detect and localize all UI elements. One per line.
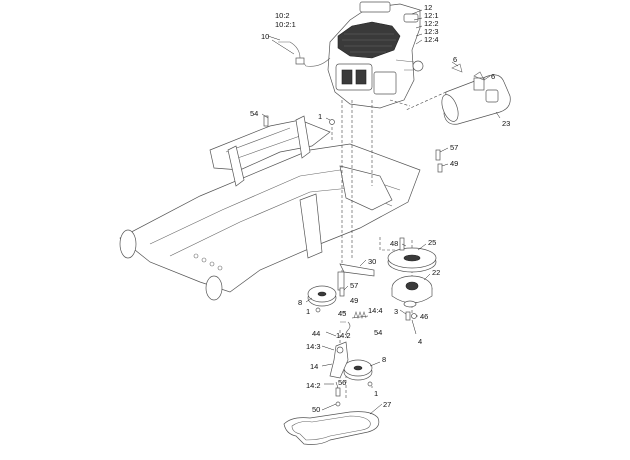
callout-14: 14 (310, 362, 318, 371)
idler-arm (329, 311, 369, 379)
callout-3: 3 (394, 307, 398, 316)
callout-14-3: 14:3 (306, 342, 321, 351)
callout-14-4: 14:4 (368, 306, 383, 315)
callout-12-2: 12:2 (424, 19, 439, 28)
frame-chassis (119, 115, 443, 301)
muffler (405, 63, 511, 125)
callout-30: 30 (368, 257, 376, 266)
callout-48: 48 (390, 239, 398, 248)
callout-12-3: 12:3 (424, 27, 439, 36)
callout-50: 50 (312, 405, 320, 414)
throttle-cable (271, 39, 331, 67)
callout-22: 22 (432, 268, 440, 277)
callout-25: 25 (428, 238, 436, 247)
callout-14-2-lower: 14:2 (306, 381, 321, 390)
callout-1-lower: 1 (374, 389, 378, 398)
callout-1-left: 1 (306, 307, 310, 316)
callout-8-upper: 8 (298, 298, 302, 307)
callout-6-left: 6 (453, 55, 457, 64)
callout-8-lower: 8 (382, 355, 386, 364)
callout-14-2-upper: 14:2 (336, 331, 351, 340)
callout-10: 10 (261, 32, 269, 41)
callout-54-lower: 54 (374, 328, 382, 337)
callout-27: 27 (383, 400, 391, 409)
callout-44: 44 (312, 329, 320, 338)
callout-49-right: 49 (450, 159, 458, 168)
callout-12-4: 12:4 (424, 35, 439, 44)
idler-pulley-lower (343, 359, 373, 381)
callout-6-right: 6 (491, 72, 495, 81)
callout-54-top: 54 (250, 109, 258, 118)
callout-labels: 10:2 10:2:1 10 12 12:1 12:2 12:3 12:4 6 … (250, 3, 510, 414)
engine-assembly (327, 1, 424, 109)
leader-lines (261, 9, 501, 415)
callout-57-center: 57 (350, 281, 358, 290)
spring (353, 311, 367, 319)
callout-12: 12 (424, 3, 432, 12)
callout-10-2-1: 10:2:1 (275, 20, 296, 29)
callout-56: 56 (338, 378, 346, 387)
callout-45: 45 (338, 309, 346, 318)
callout-10-2: 10:2 (275, 11, 290, 20)
callout-12-1: 12:1 (424, 11, 439, 20)
callout-1-top: 1 (318, 112, 322, 121)
callout-46: 46 (420, 312, 428, 321)
idler-pulley-upper (307, 285, 337, 307)
callout-49-center: 49 (350, 296, 358, 305)
electric-clutch (391, 275, 433, 308)
callout-57-right: 57 (450, 143, 458, 152)
callout-4: 4 (418, 337, 422, 346)
callout-23: 23 (502, 119, 510, 128)
clutch-pulley (387, 237, 437, 273)
drive-belt (283, 411, 380, 445)
